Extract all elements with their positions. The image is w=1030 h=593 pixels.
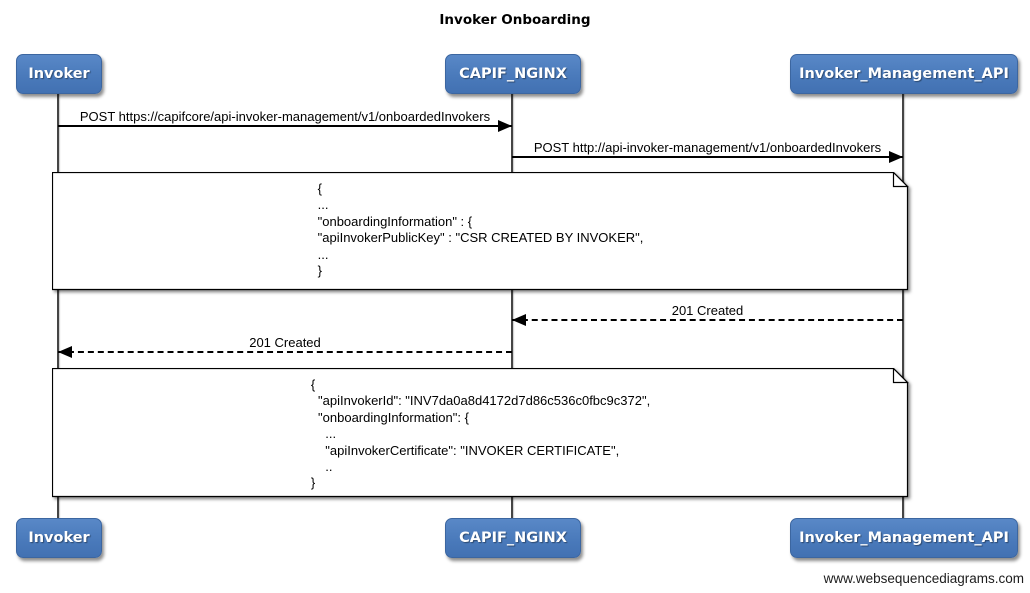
- note-line: "apiInvokerId": "INV7da0a8d4172d7d86c536…: [310, 393, 651, 409]
- note-line: {: [317, 181, 322, 196]
- note-line: "onboardingInformation": {: [310, 409, 469, 425]
- actor-box-invoker-management-api-top: Invoker_Management_API: [790, 54, 1018, 94]
- note-onboarding-response-body: { "apiInvokerId": "INV7da0a8d4172d7d86c5…: [52, 368, 909, 498]
- actor-label: Invoker_Management_API: [799, 66, 1009, 82]
- note-line: }: [317, 263, 322, 279]
- message-post-onboarded-invokers-https: POST https://capifcore/api-invoker-manag…: [58, 109, 512, 132]
- message-line: [58, 125, 512, 127]
- note-text: { "apiInvokerId": "INV7da0a8d4172d7d86c5…: [52, 377, 909, 492]
- message-label: 201 Created: [671, 303, 744, 318]
- note-line: "apiInvokerCertificate": "INVOKER CERTIF…: [310, 442, 620, 458]
- message-post-onboarded-invokers-http: POST http://api-invoker-management/v1/on…: [512, 140, 903, 163]
- actor-box-capif-nginx-top: CAPIF_NGINX: [445, 54, 581, 94]
- lifeline-invoker-management-api: [902, 92, 904, 519]
- note-fold-icon: [892, 172, 909, 188]
- note-line: "onboardingInformation" : {: [317, 213, 473, 229]
- message-201-created-ima-to-capif: 201 Created: [512, 303, 903, 326]
- arrowhead-right-icon: [889, 151, 903, 163]
- message-label: POST http://api-invoker-management/v1/on…: [533, 140, 882, 155]
- actor-box-invoker-top: Invoker: [16, 54, 102, 94]
- actor-box-invoker-management-api-bottom: Invoker_Management_API: [790, 518, 1018, 558]
- note-text: { ... "onboardingInformation" : { "apiIn…: [52, 181, 909, 279]
- note-line: ...: [317, 246, 329, 262]
- message-line: [512, 319, 903, 321]
- actor-label: CAPIF_NGINX: [459, 530, 567, 546]
- actor-label: CAPIF_NGINX: [459, 66, 567, 82]
- arrowhead-left-icon: [58, 346, 72, 358]
- message-label: POST https://capifcore/api-invoker-manag…: [79, 109, 491, 124]
- actor-label: Invoker: [28, 66, 90, 82]
- message-line: [512, 156, 903, 158]
- note-line: ...: [310, 426, 337, 442]
- note-line: ..: [310, 459, 333, 475]
- message-line: [58, 351, 512, 353]
- note-line: ...: [317, 197, 329, 213]
- note-line: "apiInvokerPublicKey" : "CSR CREATED BY …: [317, 230, 644, 246]
- message-label: 201 Created: [249, 335, 321, 350]
- note-outline: [52, 368, 909, 498]
- lifeline-capif-nginx: [511, 92, 513, 519]
- note-onboarding-request-body: { ... "onboardingInformation" : { "apiIn…: [52, 172, 909, 291]
- actor-label: Invoker: [28, 530, 90, 546]
- arrowhead-right-icon: [498, 120, 512, 132]
- note-line: {: [310, 377, 316, 392]
- actor-box-invoker-bottom: Invoker: [16, 518, 102, 558]
- actor-label: Invoker_Management_API: [799, 530, 1009, 546]
- diagram-title: Invoker Onboarding: [439, 12, 591, 28]
- note-fold-icon: [892, 368, 909, 384]
- message-201-created-capif-to-invoker: 201 Created: [58, 335, 512, 358]
- note-outline: [52, 172, 909, 291]
- watermark-websequencediagrams: www.websequencediagrams.com: [823, 571, 1024, 586]
- note-line: }: [310, 475, 316, 491]
- arrowhead-left-icon: [512, 314, 526, 326]
- lifeline-invoker: [57, 92, 59, 519]
- actor-box-capif-nginx-bottom: CAPIF_NGINX: [445, 518, 581, 558]
